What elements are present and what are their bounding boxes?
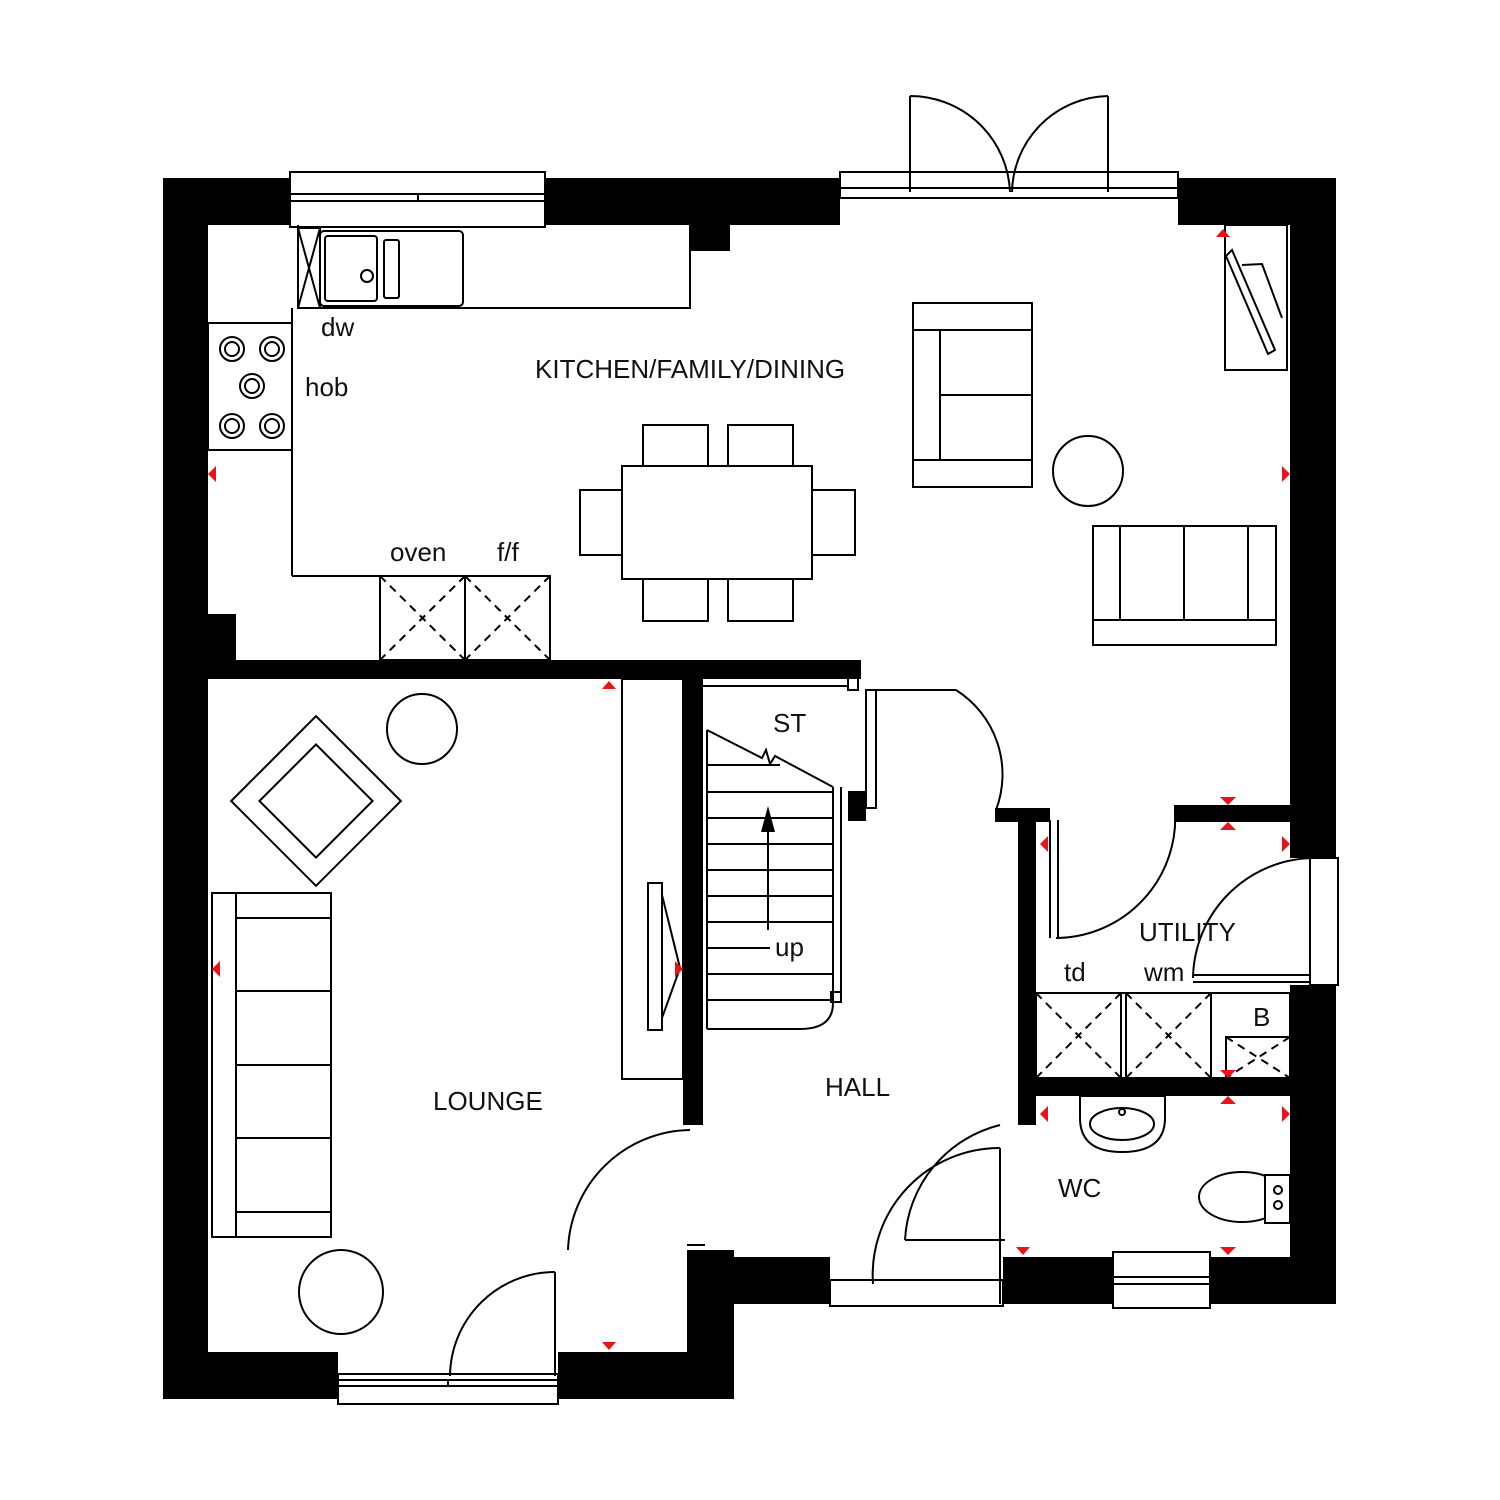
appliance-label-ff: f/f [497, 537, 519, 567]
front-door-swing [871, 1146, 1001, 1285]
washing-machine [1125, 992, 1212, 1079]
lounge-armchair [229, 714, 403, 888]
window-lounge [337, 1373, 559, 1405]
appliance-label-hob: hob [305, 372, 348, 402]
wall-left [163, 178, 208, 1399]
fridge-freezer [464, 575, 551, 661]
wall-wc-bottom-right [1210, 1257, 1336, 1304]
dining-set [579, 424, 856, 622]
lounge-side-table-bottom [298, 1249, 384, 1335]
utility-fittings [1035, 992, 1291, 1079]
tumble-dryer [1035, 992, 1122, 1079]
lounge-door-swing [567, 1129, 691, 1251]
window-kitchen [289, 171, 546, 228]
wall-right-lower [1290, 985, 1336, 1303]
labels: KITCHEN/FAMILY/DINING LOUNGE HALL ST UTI… [305, 312, 1270, 1203]
room-label-kitchen: KITCHEN/FAMILY/DINING [535, 354, 845, 384]
window-wc [1112, 1251, 1211, 1309]
doors [449, 689, 1339, 1377]
basin [1079, 1095, 1166, 1154]
socket-markers [208, 229, 1290, 1350]
wall-right-upper [1290, 178, 1336, 858]
kitchen-fittings [207, 225, 691, 661]
wc-fittings [1079, 1095, 1291, 1224]
lounge-media-unit [621, 678, 684, 1080]
toilet [1198, 1171, 1291, 1224]
room-label-utility: UTILITY [1139, 917, 1236, 947]
oven [379, 575, 466, 661]
wall-pier-left [208, 614, 236, 664]
wall-top-left [163, 178, 290, 225]
stair-label-up: up [775, 932, 804, 962]
wall-lounge-bottom-left [163, 1352, 338, 1399]
room-label-hall: HALL [825, 1072, 890, 1102]
lounge-side-table-top [386, 693, 458, 765]
store-door-swing [955, 689, 1004, 811]
wall-wc-bottom-left [1003, 1257, 1113, 1304]
boiler [1225, 1036, 1291, 1079]
wall-hall-bottom-left [687, 1257, 830, 1304]
kitchen-sofa [912, 302, 1033, 488]
room-label-store: ST [773, 708, 806, 738]
stair-arrow-head [761, 806, 775, 832]
dishwasher [297, 227, 321, 309]
kitchen-sofa-2 [1092, 525, 1277, 646]
utility-side-door-swing [1192, 857, 1316, 979]
appliance-label-td: td [1064, 957, 1086, 987]
wc-door-swing [904, 1124, 1001, 1241]
wall-utility-wc [1036, 1078, 1290, 1096]
french-doors [839, 94, 1179, 199]
appliance-label-oven: oven [390, 537, 446, 567]
appliance-label-dw: dw [321, 312, 354, 342]
kitchen-side-table [1052, 435, 1124, 507]
lounge-small-door-swing [449, 1271, 556, 1377]
furniture [211, 224, 1288, 1335]
windows [289, 94, 1211, 1405]
appliance-label-boiler: B [1253, 1002, 1270, 1032]
appliance-label-wm: wm [1143, 957, 1184, 987]
utility-door-swing [1055, 809, 1177, 939]
staircase [703, 677, 859, 1030]
wall-top-notch [690, 178, 730, 251]
stair-treads [707, 764, 833, 1001]
hob [207, 322, 293, 451]
wall-store-pier [848, 791, 866, 821]
walls [163, 178, 1336, 1399]
wall-lounge-hall [683, 679, 703, 1125]
wall-kitchen-lounge [208, 660, 861, 679]
sink [319, 230, 464, 307]
room-label-lounge: LOUNGE [433, 1086, 543, 1116]
kitchen-tv-unit [1224, 224, 1288, 371]
lounge-sofa [211, 892, 332, 1238]
wall-utility-top-left [995, 808, 1050, 822]
wall-utility-top-right [1174, 805, 1290, 822]
wall-hall-utility [1018, 808, 1036, 1125]
room-label-wc: WC [1058, 1173, 1101, 1203]
